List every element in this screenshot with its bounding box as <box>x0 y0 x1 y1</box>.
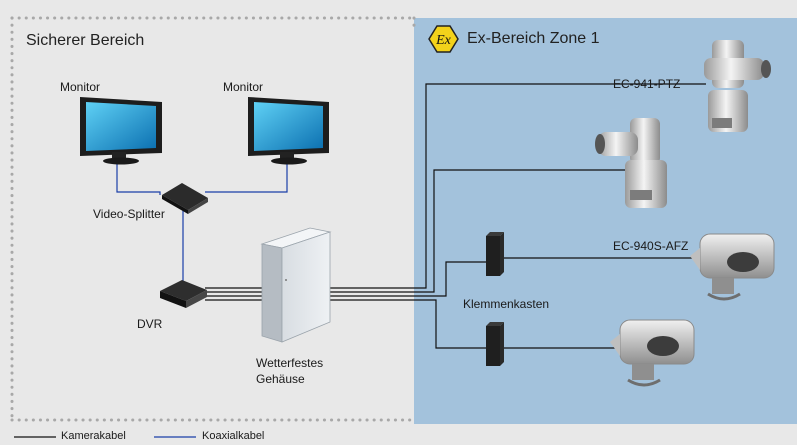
housing-icon <box>260 227 332 343</box>
housing-label-line1: Wetterfestes <box>256 356 324 370</box>
svg-text:Ex: Ex <box>435 33 452 48</box>
junction-box-lower-icon <box>486 322 504 366</box>
ptz-camera-lower-icon <box>595 118 667 208</box>
ex-symbol-icon: Ex <box>428 25 459 53</box>
safe-area-frame <box>10 16 416 422</box>
junction-box-label: Klemmenkasten <box>463 297 550 311</box>
camera-ptz-label: EC-941-PTZ <box>613 77 681 91</box>
monitor-left-label: Monitor <box>60 80 101 94</box>
dvr-icon <box>160 280 207 308</box>
coax-cables <box>116 158 288 282</box>
safe-area-title: Sicherer Bereich <box>26 32 145 49</box>
ptz-camera-upper-icon <box>704 40 771 132</box>
afz-camera-lower-icon <box>610 319 695 387</box>
legend-camera-cable-label: Kamerakabel <box>61 430 126 442</box>
splitter-label: Video-Splitter <box>93 207 165 221</box>
legend-coax-cable-label: Koaxialkabel <box>202 430 265 442</box>
monitor-right-label: Monitor <box>223 80 264 94</box>
monitor-right-icon <box>248 97 329 165</box>
monitor-left-icon <box>80 97 162 165</box>
junction-box-upper-icon <box>486 232 504 276</box>
camera-afz-label: EC-940S-AFZ <box>613 239 689 253</box>
dvr-label: DVR <box>137 317 163 331</box>
video-splitter-icon <box>162 183 208 214</box>
afz-camera-upper-icon <box>690 233 775 301</box>
housing-label-line2: Gehäuse <box>256 372 305 386</box>
ex-area-title: Ex-Bereich Zone 1 <box>467 30 600 47</box>
